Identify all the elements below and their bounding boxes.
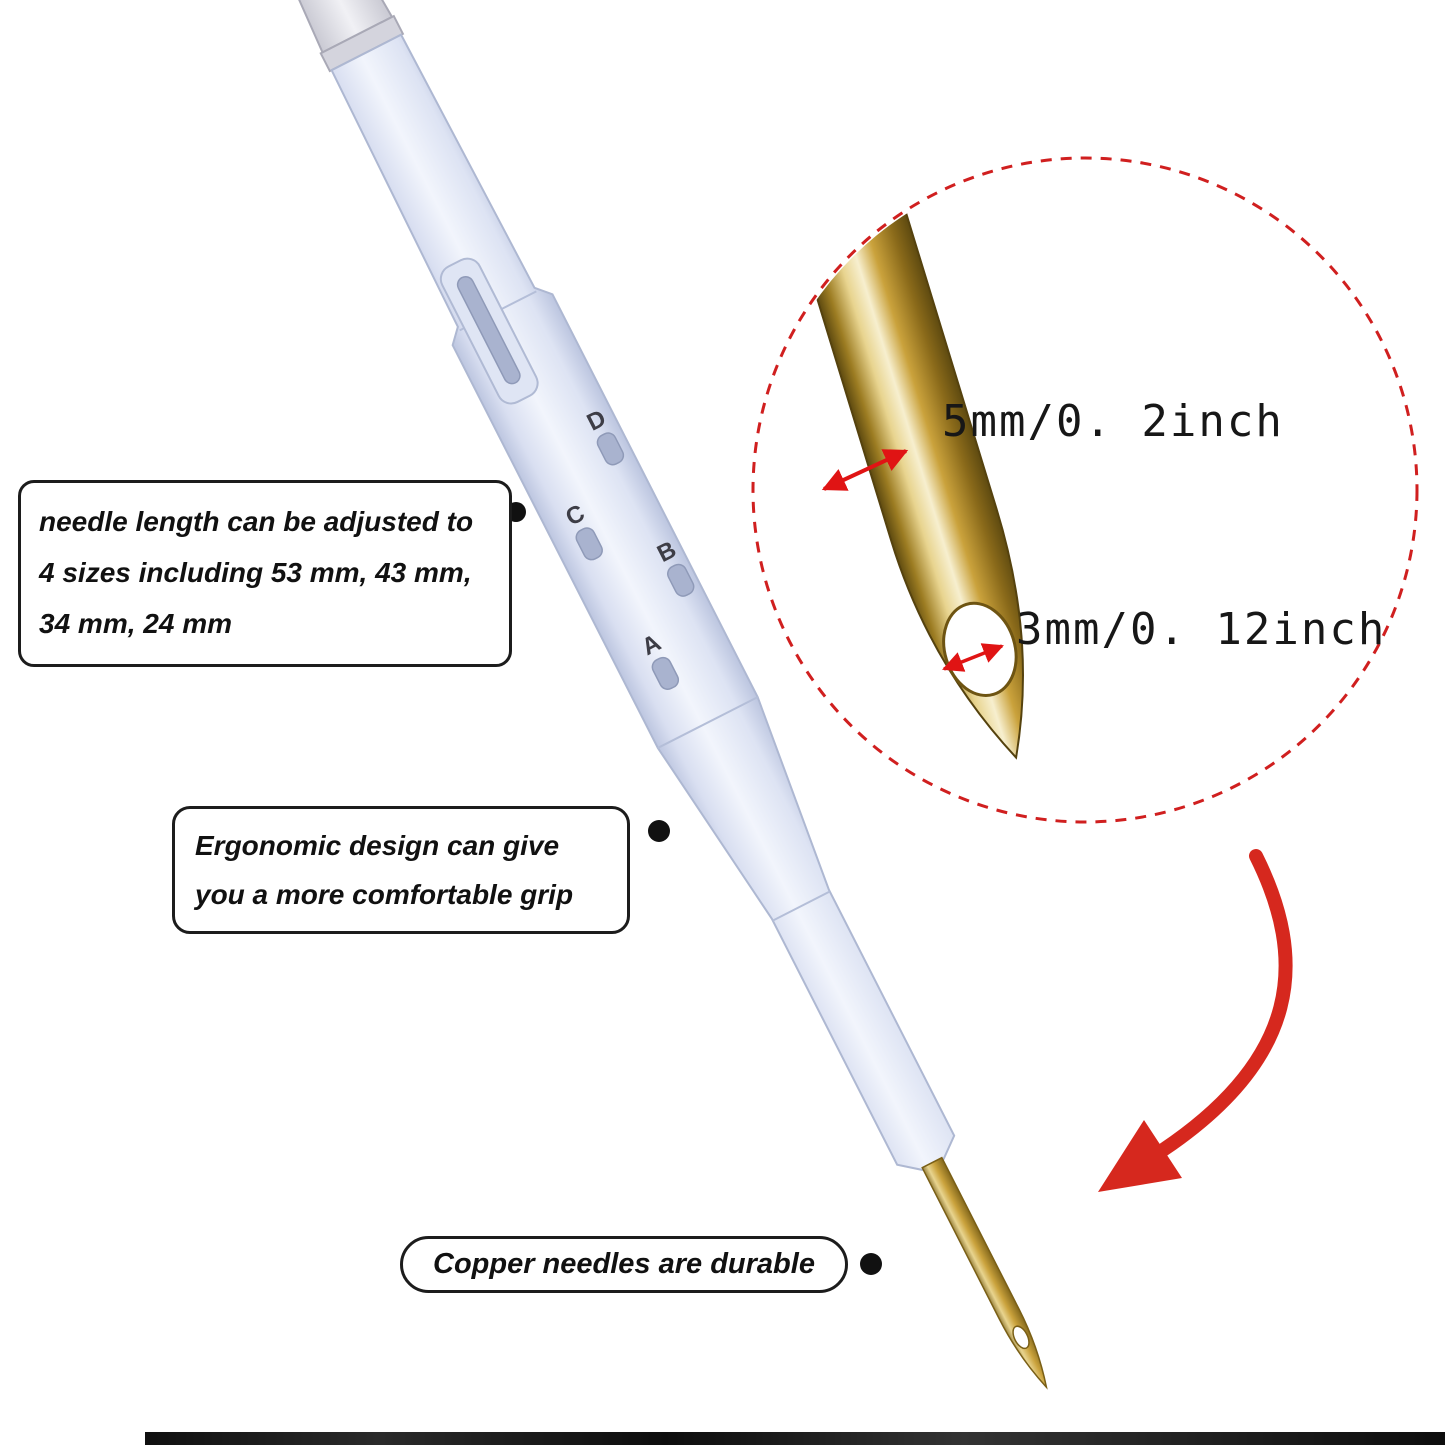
pen-needle-eye xyxy=(1012,1325,1030,1350)
pen-needle-tip xyxy=(921,1156,1048,1390)
pen-clip-slot xyxy=(456,275,521,385)
measure-arrow-3mm xyxy=(942,643,1004,672)
callout-adjustable: needle length can be adjusted to 4 sizes… xyxy=(18,480,512,667)
eye-width-label: 3mm/0. 12inch xyxy=(1016,604,1387,655)
measure-arrow-5mm xyxy=(821,449,909,491)
size-slot-c[interactable] xyxy=(573,525,604,562)
bottom-banner-crop xyxy=(145,1432,1445,1445)
needle-width-label: 5mm/0. 2inch xyxy=(942,396,1284,447)
size-slot-d[interactable] xyxy=(595,430,626,467)
callout-dot-copper xyxy=(860,1253,882,1275)
callout-dot-ergonomic xyxy=(648,820,670,842)
punch-needle-pen: D C B A xyxy=(283,0,1048,1390)
pen-seam-upper xyxy=(657,696,759,749)
zoom-circle xyxy=(751,156,1419,824)
pointer-arrow-head xyxy=(1098,1120,1182,1192)
callout-ergonomic: Ergonomic design can give you a more com… xyxy=(172,806,630,934)
pointer-arrow-shaft xyxy=(1156,849,1293,1157)
pen-seam-lower xyxy=(772,890,831,922)
size-slot-a[interactable] xyxy=(650,655,681,692)
size-slot-b[interactable] xyxy=(665,562,696,599)
callout-copper: Copper needles are durable xyxy=(400,1236,848,1293)
